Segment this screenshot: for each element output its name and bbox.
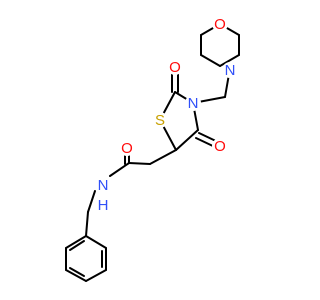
bond-ch2-ring (85, 211, 89, 237)
bond-benzene-inner-2 (69, 267, 85, 277)
bond-benzene-4 (65, 269, 87, 282)
background (0, 0, 300, 300)
atom-nh-amide-n: N (98, 177, 109, 194)
bond-benzene-3 (85, 269, 107, 282)
bond-ch2-c-amide (128, 162, 151, 165)
bond-n-ch2-benzyl (87, 190, 96, 213)
bond-n-ch2 (224, 73, 230, 98)
atom-n-morpholine: N (225, 62, 236, 79)
atom-o-amide: O (121, 140, 133, 157)
bond-c4-o-b (195, 137, 216, 148)
bond-benzene-1 (85, 235, 107, 249)
bond-c5-ch2 (149, 149, 177, 165)
atom-o-c4: O (214, 138, 226, 155)
bond-amide-c-n (109, 162, 130, 177)
bond-benzene-6 (65, 235, 87, 249)
atom-labels: O N O N S O O N H (94, 16, 238, 214)
atom-n-thiazolidine: N (188, 95, 199, 112)
chemical-structure-diagram: O N O N S O O N H (0, 0, 300, 300)
bond-c5-c4 (175, 129, 199, 151)
atom-s-thiazolidine: S (155, 112, 165, 129)
bond-benzene-inner-3 (69, 240, 85, 251)
atom-o-morpholine: O (214, 16, 226, 33)
bond-morpholine-5 (219, 54, 240, 67)
atom-nh-amide-h: H (98, 197, 109, 214)
atom-nh-amide: N (98, 177, 109, 194)
bond-morpholine-6 (200, 54, 221, 67)
atom-o-c2: O (169, 59, 181, 76)
